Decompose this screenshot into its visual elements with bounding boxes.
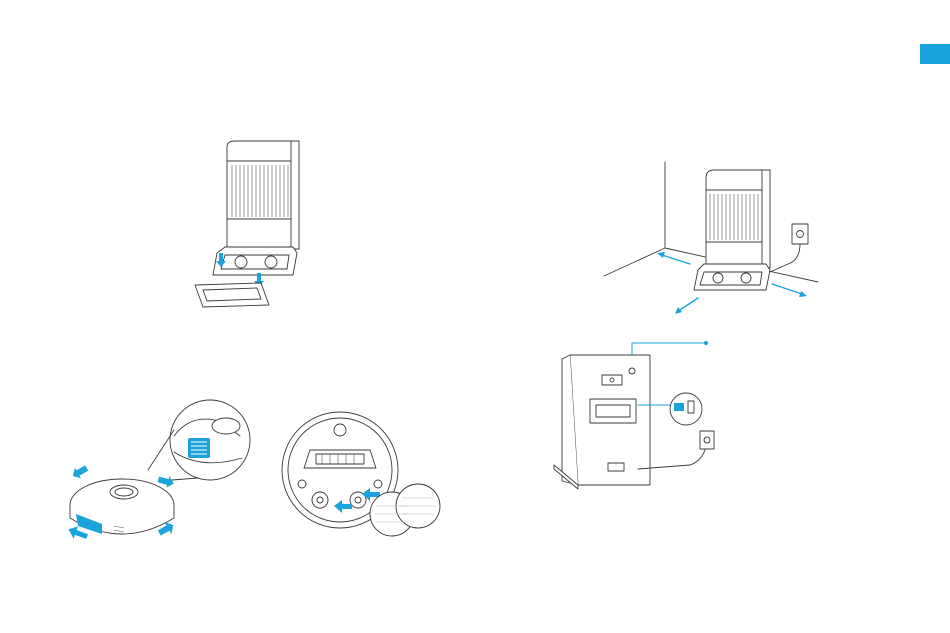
dock-placement-illustration	[600, 160, 825, 320]
dock-pad-insert-illustration	[185, 135, 315, 315]
dock-rear-cable-illustration	[550, 335, 730, 490]
robot-bottom-mops-illustration	[280, 410, 445, 550]
robot-top-illustration	[62, 400, 257, 545]
language-tab	[920, 44, 950, 64]
